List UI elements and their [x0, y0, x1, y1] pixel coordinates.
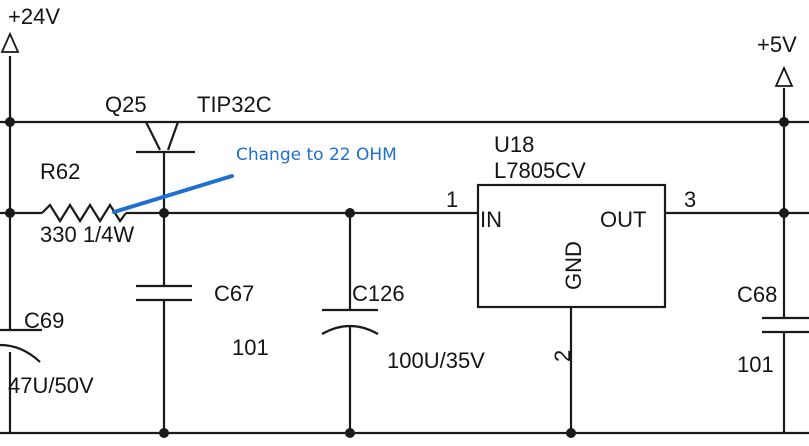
- q25-transistor-symbol: [136, 121, 195, 213]
- u18-pin3-number: 3: [684, 187, 696, 212]
- c69-ref-label: C69: [24, 308, 64, 333]
- c67-capacitor-symbol: [136, 213, 192, 433]
- vin-rail-symbol: [0, 31, 20, 120]
- c126-value-label: 100U/35V: [387, 348, 485, 373]
- q25-ref-label: Q25: [105, 92, 147, 117]
- q25-part-label: TIP32C: [197, 92, 272, 117]
- c68-ref-label: C68: [737, 282, 777, 307]
- u18-pin-gnd-label: GND: [561, 241, 586, 290]
- u18-ref-label: U18: [494, 132, 534, 157]
- junction-dot: [779, 117, 789, 127]
- u18-pin-out-label: OUT: [600, 207, 646, 232]
- u18-pin1-number: 1: [446, 187, 458, 212]
- c67-ref-label: C67: [214, 281, 254, 306]
- vin-rail-label: +24V: [8, 4, 60, 29]
- r62-value-label: 330 1/4W: [40, 222, 134, 247]
- u18-regulator-box: [476, 183, 667, 309]
- c126-ref-label: C126: [352, 281, 405, 306]
- junction-dot: [566, 428, 576, 438]
- junction-dot: [159, 428, 169, 438]
- r62-ref-label: R62: [40, 159, 80, 184]
- c69-capacitor-symbol: [0, 328, 42, 433]
- c68-capacitor-symbol: [762, 213, 809, 433]
- u18-pin-in-label: IN: [480, 207, 502, 232]
- annotation-text: Change to 22 OHM: [236, 145, 397, 165]
- c68-value-label: 101: [737, 352, 774, 377]
- annotation-arrow: [112, 174, 234, 214]
- c67-value-label: 101: [232, 335, 269, 360]
- junction-dot: [345, 428, 355, 438]
- u18-part-label: L7805CV: [494, 158, 586, 183]
- u18-pin2-number: 2: [550, 350, 575, 362]
- vout-rail-symbol: [774, 65, 794, 213]
- junction-dot: [5, 208, 15, 218]
- vout-rail-label: +5V: [757, 32, 797, 57]
- c69-value-label: 47U/50V: [8, 373, 94, 398]
- c126-capacitor-symbol: [321, 213, 379, 433]
